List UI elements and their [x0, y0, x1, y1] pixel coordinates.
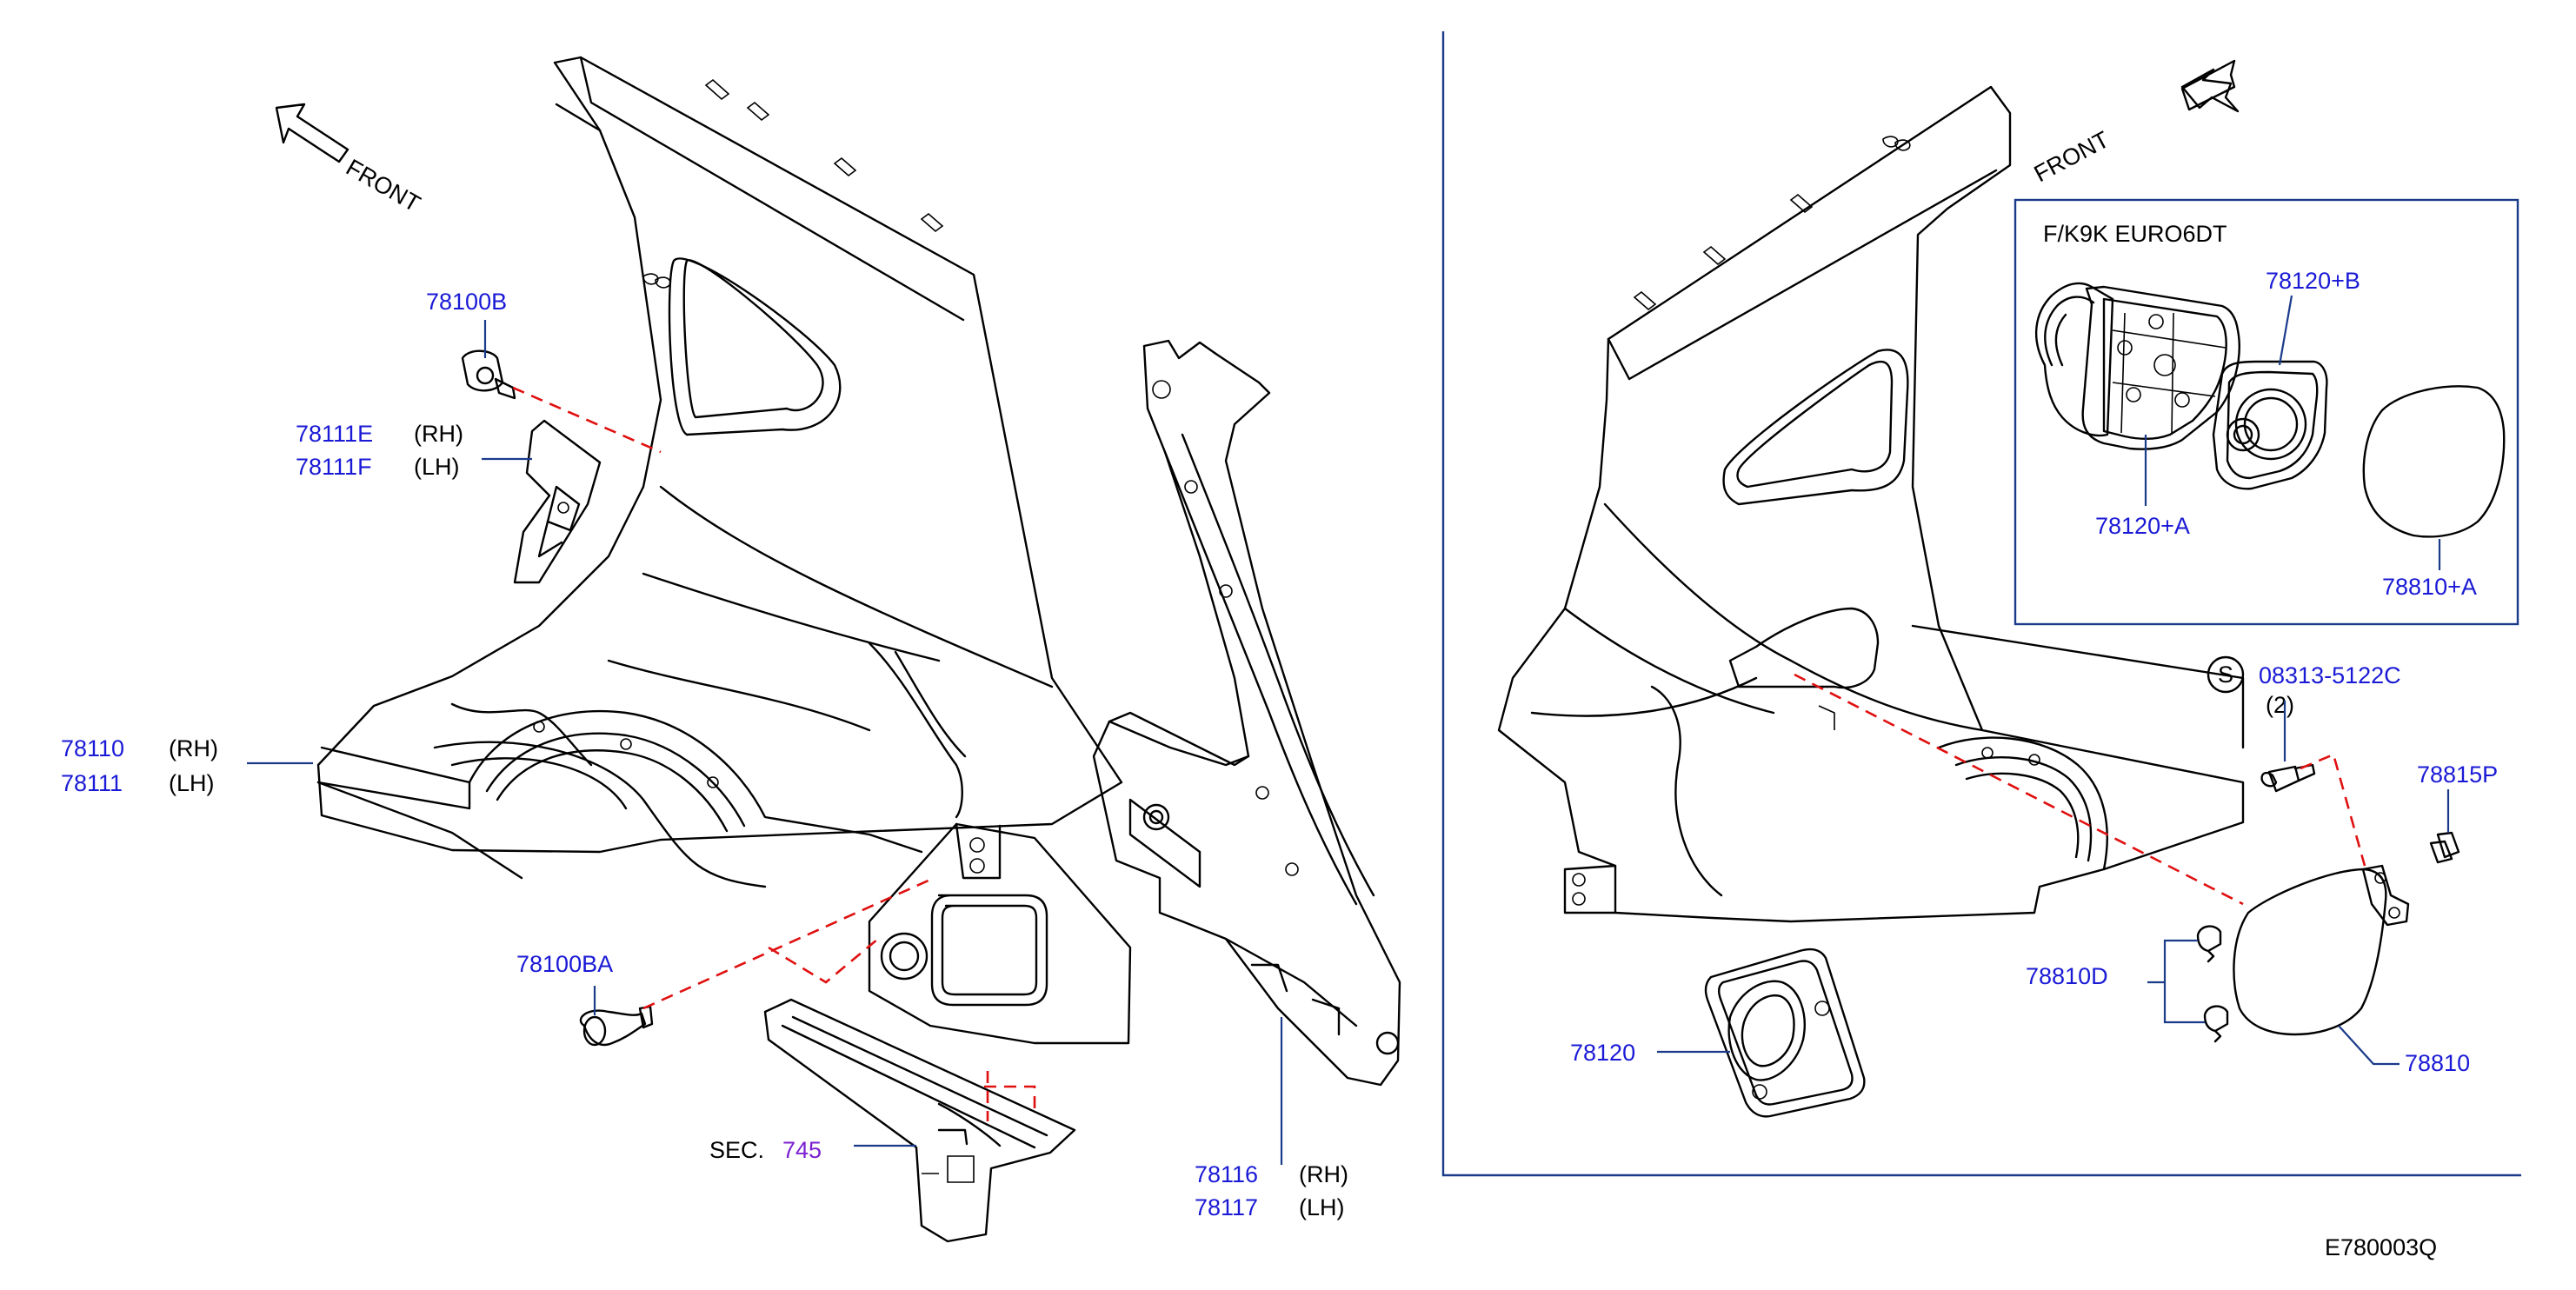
fuel-lid-78810A — [2362, 385, 2506, 538]
front-arrow-icon — [275, 103, 349, 163]
sec-745-label: 745 — [782, 1137, 822, 1163]
clip-78815P — [2429, 831, 2460, 864]
part-78111E-label: 78111E — [296, 421, 373, 447]
part-78120A-label: 78120+A — [2095, 513, 2190, 539]
part-78116-side: (RH) — [1299, 1161, 1348, 1187]
filler-pocket-78120 — [1704, 948, 1866, 1118]
bracket-78111E — [513, 419, 602, 584]
part-78110-side: (RH) — [169, 735, 218, 761]
part-78116-label: 78116 — [1195, 1161, 1258, 1187]
clip-78100B — [461, 349, 516, 400]
part-78120-label: 78120 — [1570, 1040, 1635, 1066]
part-78111E-side: (RH) — [414, 421, 463, 447]
screw-qty-label: (2) — [2266, 692, 2294, 718]
part-78111F-label: 78111F — [296, 454, 372, 480]
part-78100B-label: 78100B — [426, 289, 507, 315]
front-label-right: FRONT — [2030, 126, 2113, 187]
part-78111-label: 78111 — [61, 770, 123, 796]
diagram-code: E780003Q — [2325, 1234, 2437, 1260]
rear-quarter-panel-left — [316, 56, 1123, 888]
fuel-lid-78810 — [2233, 868, 2387, 1036]
leaders-inset — [2144, 295, 2441, 570]
screws-78810D-leader — [2147, 939, 2205, 1024]
sec-prefix-label: SEC. — [709, 1137, 764, 1163]
assembly-lines-left — [512, 386, 1036, 1121]
part-78111-side: (LH) — [169, 770, 215, 796]
part-78810D-label: 78810D — [2026, 963, 2108, 989]
part-78810A-label: 78810+A — [2382, 574, 2477, 600]
filler-pocket-78120A — [2034, 282, 2240, 450]
part-78117-label: 78117 — [1195, 1194, 1258, 1220]
cap-housing-78120B — [2212, 360, 2328, 490]
front-label-left: FRONT — [342, 154, 425, 216]
leaders-left — [247, 320, 1283, 1165]
screw-symbol: S — [2218, 662, 2233, 688]
fuel-lid-78810-leader — [2338, 1025, 2400, 1066]
inner-wheelhouse-right — [1937, 736, 2108, 871]
floor-extension-sec745 — [763, 998, 1076, 1243]
part-78810-label: 78810 — [2405, 1050, 2470, 1076]
clip-78100BA — [579, 1005, 654, 1047]
inner-wheelhouse-left — [468, 709, 923, 854]
inset-header: F/K9K EURO6DT — [2043, 221, 2227, 247]
screw-part-label: 08313-5122C — [2259, 662, 2401, 688]
pillar-78116 — [1092, 339, 1401, 1087]
part-78110-label: 78110 — [61, 735, 124, 761]
euro6dt-inset-frame — [2014, 198, 2519, 626]
section-divider — [1441, 31, 2521, 1177]
part-78117-side: (LH) — [1299, 1194, 1345, 1220]
screw-08313 — [2207, 655, 2316, 793]
screws-78810D — [2196, 925, 2229, 1043]
part-78815P-label: 78815P — [2417, 761, 2498, 788]
part-78111F-side: (LH) — [414, 454, 460, 480]
rear-quarter-panel-right — [1497, 85, 2245, 923]
fuel-lid-pocket-panel-left — [868, 822, 1132, 1045]
front-arrow-right-icon — [2180, 59, 2240, 113]
assembly-lines-right — [1794, 673, 2366, 906]
part-78100BA-label: 78100BA — [516, 951, 613, 977]
lid-hinge — [2361, 864, 2410, 927]
part-78120B-label: 78120+B — [2266, 268, 2360, 294]
